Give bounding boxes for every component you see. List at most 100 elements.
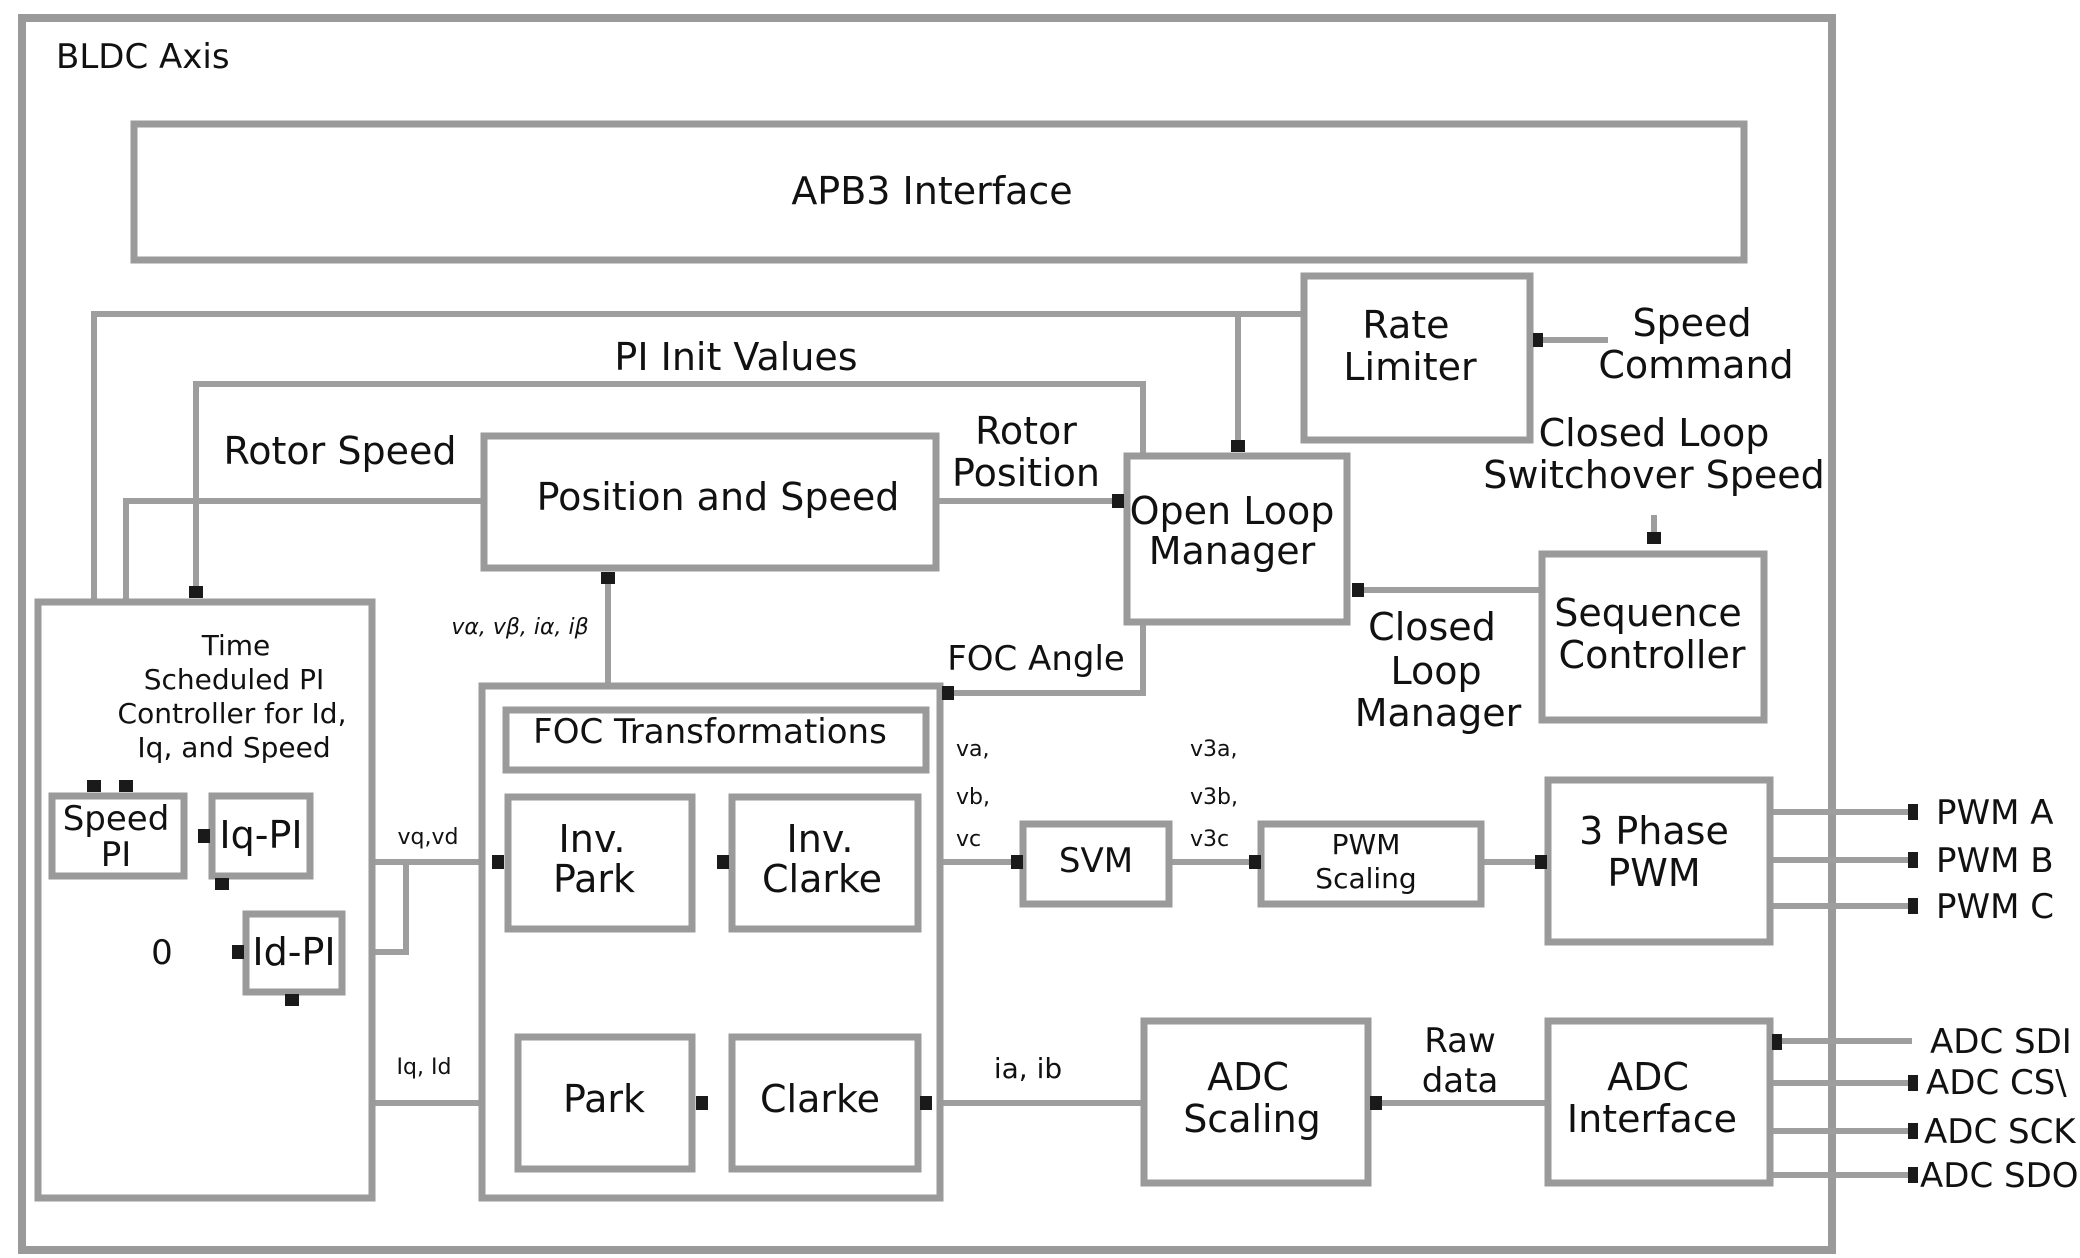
inv-park-label-1: Inv.	[559, 817, 626, 861]
svm-block	[1019, 820, 1173, 908]
park-label: Park	[563, 1077, 645, 1121]
three-phase-pwm-label-2: PWM	[1607, 851, 1700, 895]
three-phase-pwm-label-1: 3 Phase	[1579, 809, 1729, 853]
clarke-block	[728, 1033, 922, 1173]
id-pi-block	[242, 910, 346, 996]
arrow-foc-angle	[942, 686, 954, 700]
pwm-scaling-label-2: Scaling	[1315, 862, 1416, 895]
foc-transformations-header	[502, 706, 930, 774]
arrow-adc-sck	[1908, 1123, 1918, 1139]
id-pi-label: Id-PI	[252, 930, 335, 974]
raw-data-label-2: data	[1422, 1061, 1499, 1101]
adc-cs-label: ADC CS\	[1926, 1063, 2067, 1103]
speed-pi-label-1: Speed	[63, 799, 170, 839]
rate-limiter-label-2: Limiter	[1343, 345, 1477, 389]
arrow-id-pi-bottom	[285, 994, 299, 1006]
open-loop-manager-block	[1123, 452, 1351, 626]
arrow-iq-pi-bottom	[215, 878, 229, 890]
position-speed-label: Position and Speed	[537, 475, 900, 519]
arrow-closed-loop	[1352, 583, 1364, 597]
arrow-speed-pi-a	[87, 780, 101, 792]
closed-loop-manager-label-1: Closed	[1368, 605, 1496, 649]
inv-clarke-block	[728, 793, 922, 933]
arrow-svm-in	[1011, 855, 1023, 869]
arrow-speed-pi-b	[119, 780, 133, 792]
speed-command-label-1: Speed	[1632, 301, 1751, 345]
sequence-controller-block	[1538, 550, 1768, 724]
arrow-clarke-in	[920, 1096, 932, 1110]
rotor-position-label-2: Position	[952, 451, 1100, 495]
pwm-c-label: PWM C	[1936, 887, 2054, 927]
v3c-label: v3c	[1190, 827, 1229, 852]
rotor-position-label-1: Rotor	[975, 409, 1077, 453]
speed-command-label-2: Command	[1598, 343, 1793, 387]
arrow-pwm-a	[1908, 804, 1918, 820]
v3b-label: v3b,	[1190, 785, 1238, 810]
switchover-label-1: Closed Loop	[1539, 411, 1770, 455]
arrow-rotor-position	[1112, 494, 1124, 508]
adc-interface-block	[1544, 1017, 1774, 1187]
open-loop-manager-label-1: Open Loop	[1130, 489, 1335, 533]
arrow-iq-pi-in	[198, 829, 210, 843]
sequence-controller-label-2: Controller	[1559, 633, 1746, 677]
svm-label: SVM	[1059, 841, 1133, 881]
adc-interface-label-1: ADC	[1607, 1055, 1689, 1099]
arrow-pwm-scaling-in	[1249, 855, 1261, 869]
arrow-park-in	[696, 1096, 708, 1110]
pwm-b-label: PWM B	[1936, 841, 2054, 881]
iq-id-label: Iq, Id	[397, 1055, 452, 1080]
foc-transformations-label: FOC Transformations	[533, 712, 887, 752]
apb3-interface-label: APB3 Interface	[791, 169, 1072, 213]
arrow-pwm-c	[1908, 898, 1918, 914]
vb-label: vb,	[956, 785, 990, 810]
position-speed-block	[480, 432, 940, 572]
arrow-switchover	[1647, 532, 1661, 544]
rate-limiter-label-1: Rate	[1362, 303, 1449, 347]
raw-data-label-1: Raw	[1424, 1021, 1496, 1061]
inv-clarke-label-1: Inv.	[787, 817, 854, 861]
arrow-adc-sdi	[1772, 1034, 1782, 1050]
vc-label: vc	[956, 827, 981, 852]
open-loop-manager-label-2: Manager	[1149, 529, 1316, 573]
pi-init-values-label: PI Init Values	[614, 335, 857, 379]
pwm-scaling-label-1: PWM	[1332, 828, 1401, 861]
arrow-inv-clarke-in	[717, 855, 729, 869]
three-phase-pwm-block	[1544, 776, 1774, 946]
adc-sck-label: ADC SCK	[1924, 1112, 2077, 1152]
adc-interface-label-2: Interface	[1567, 1097, 1737, 1141]
apb3-interface-block	[130, 120, 1748, 264]
pwm-a-label: PWM A	[1936, 793, 2054, 833]
closed-loop-manager-label-2: Loop	[1390, 649, 1481, 693]
adc-sdo-label: ADC SDO	[1920, 1156, 2079, 1196]
time-scheduled-label-1: Time	[201, 629, 271, 662]
arrow-adc-cs	[1908, 1075, 1918, 1091]
arrow-id-pi-in	[232, 945, 244, 959]
time-scheduled-pi-block	[34, 598, 376, 1202]
iq-pi-label: Iq-PI	[219, 813, 302, 857]
va-label: va,	[956, 737, 990, 762]
wire-foc-angle	[948, 622, 1146, 696]
pwm-scaling-block	[1257, 820, 1485, 908]
arrow-adc-scaling-in	[1370, 1096, 1382, 1110]
arrow-adc-sdo	[1908, 1167, 1918, 1183]
adc-scaling-label-2: Scaling	[1183, 1097, 1321, 1141]
time-scheduled-label-2: Scheduled PI	[144, 663, 324, 696]
arrow-pwm-b	[1908, 852, 1918, 868]
arrow-3phase-in	[1535, 855, 1547, 869]
switchover-label-2: Switchover Speed	[1483, 453, 1825, 497]
alpha-beta-label: vα, vβ, iα, iβ	[451, 615, 588, 640]
rotor-speed-label: Rotor Speed	[224, 429, 457, 473]
arrow-heads	[87, 333, 1918, 1183]
arrow-speed-command	[1533, 333, 1543, 347]
speed-pi-label-2: PI	[101, 835, 132, 875]
foc-angle-label: FOC Angle	[947, 639, 1125, 679]
ia-ib-label: ia, ib	[994, 1052, 1062, 1085]
arrow-foc-in	[492, 855, 504, 869]
v3a-label: v3a,	[1190, 737, 1238, 762]
arrow-position-speed-in	[601, 572, 615, 584]
clarke-label: Clarke	[760, 1077, 880, 1121]
closed-loop-manager-label-3: Manager	[1355, 691, 1522, 735]
inv-clarke-label-2: Clarke	[762, 857, 882, 901]
time-scheduled-label-4: Iq, and Speed	[137, 731, 330, 764]
